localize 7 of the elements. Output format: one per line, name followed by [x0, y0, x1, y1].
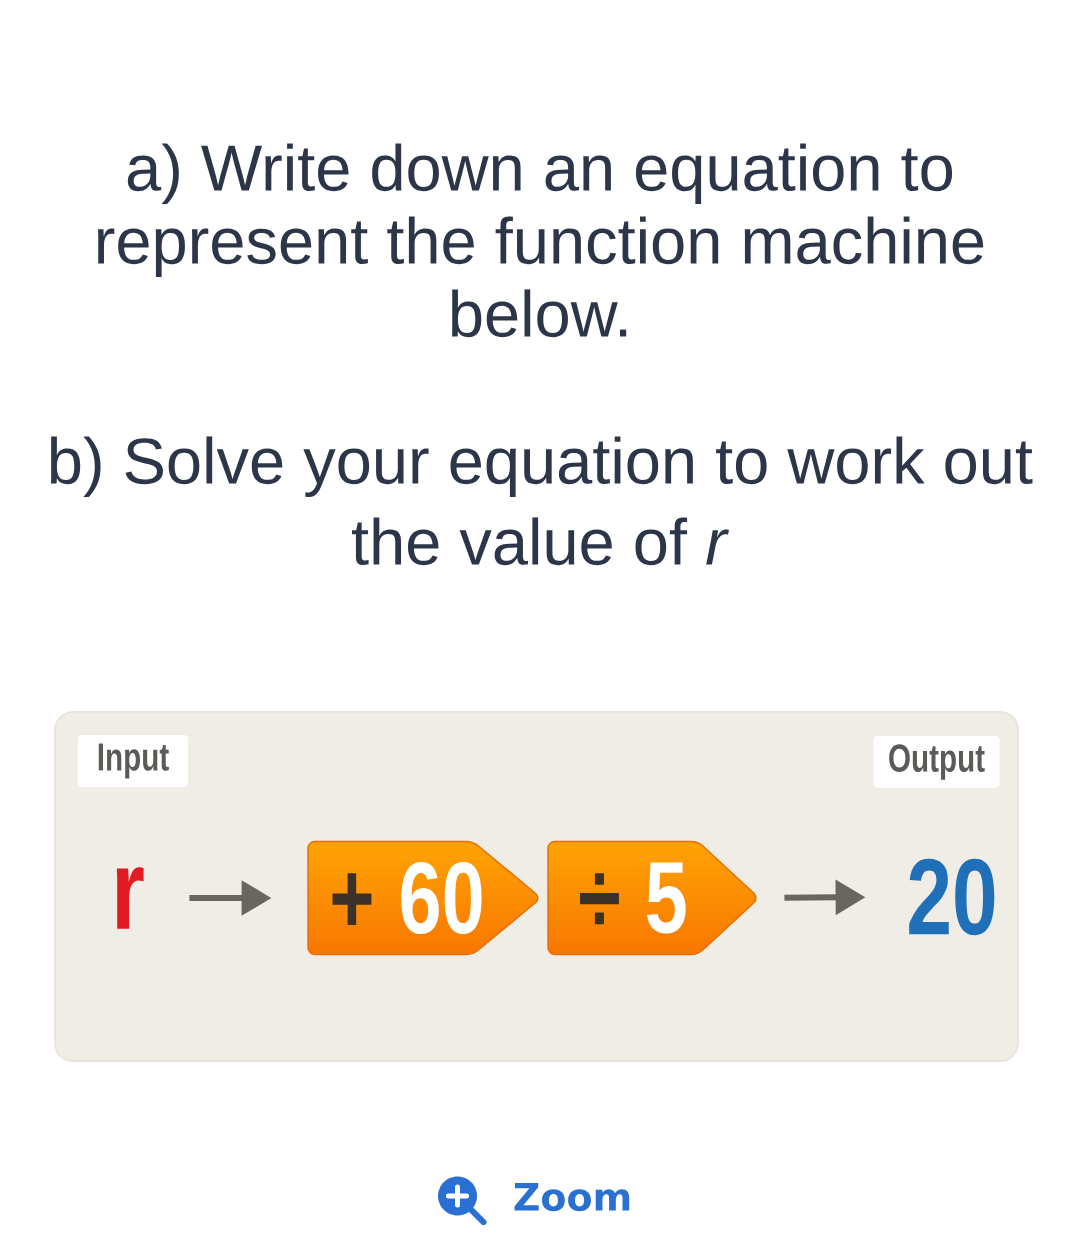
label-box: Output [873, 736, 1000, 788]
output-value: 20 [909, 858, 995, 936]
question-text: b) Solve your equation to work out the value of r [51, 436, 1033, 566]
input-variable: r [116, 867, 144, 929]
label-box: Input [78, 735, 188, 787]
question-text: a) Write down an equation to represent the function machine below. [98, 143, 984, 338]
zoom-link: Zoom [514, 1182, 630, 1212]
